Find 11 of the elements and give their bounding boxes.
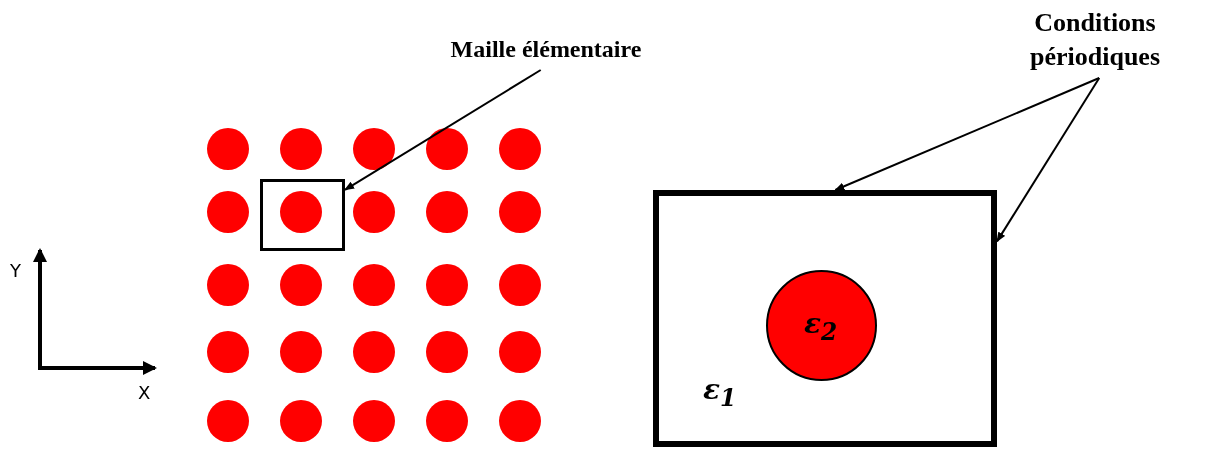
axis-label: Y	[10, 260, 21, 281]
arrow	[344, 69, 542, 191]
unit-cell-frame	[260, 179, 345, 251]
permittivity-symbol: ε$_{2}$	[804, 310, 838, 344]
axis-label: X	[138, 382, 151, 403]
callout-text: Maille élémentaire	[449, 35, 643, 64]
callout-text: Conditions périodiques	[1029, 7, 1161, 73]
arrow	[834, 77, 1101, 191]
periodic-cell-box	[653, 190, 997, 447]
arrow	[996, 77, 1101, 243]
permittivity-symbol: ε$_{1}$	[703, 376, 737, 410]
